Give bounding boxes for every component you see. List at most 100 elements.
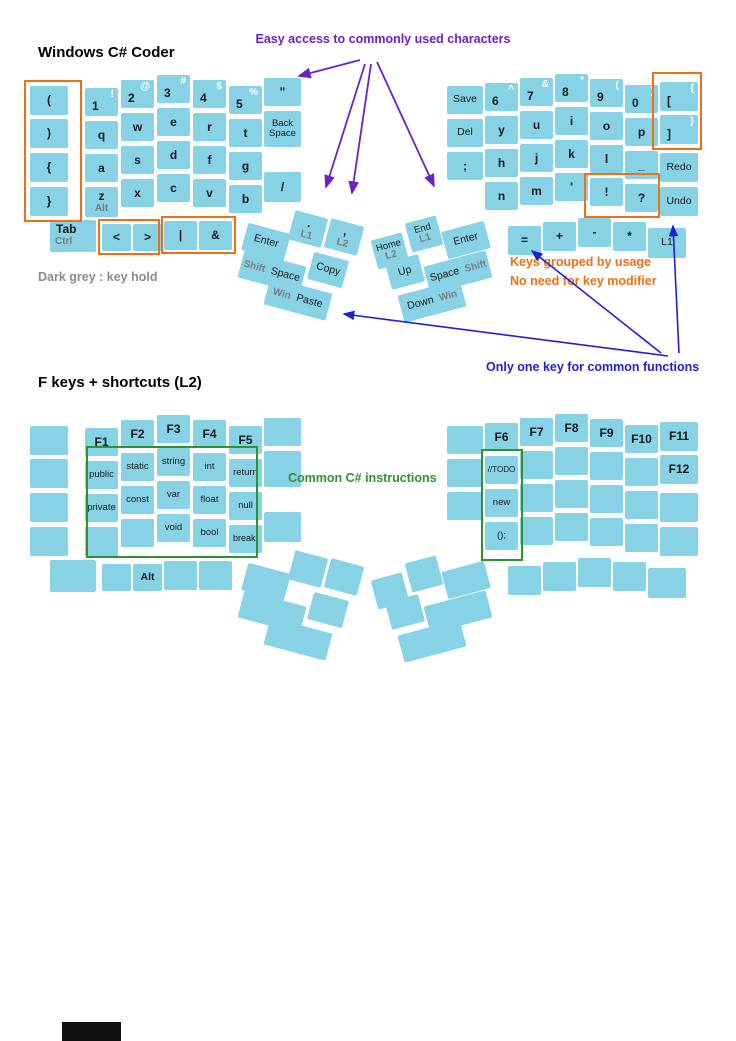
key-x: x: [121, 179, 154, 207]
key-f4: F4: [193, 420, 226, 448]
key-blank: [520, 451, 553, 479]
key-less-than: <: [102, 224, 131, 251]
key-blank: [323, 558, 365, 596]
key-blank: [590, 452, 623, 480]
key-minus: -: [578, 218, 611, 247]
key-blank: [287, 550, 329, 588]
key-blank: [263, 617, 333, 661]
key-comma: ,L2: [323, 218, 365, 256]
key-kw-string: string: [157, 448, 190, 476]
key-c: c: [157, 174, 190, 202]
key-blank: [625, 458, 658, 486]
key-blank: [543, 562, 576, 591]
key-del: Del: [447, 119, 483, 147]
key-letter-n: n: [485, 182, 518, 210]
key-blank: [50, 560, 96, 592]
key-blank: [447, 492, 483, 520]
key-blank: [30, 527, 68, 556]
key-d: d: [157, 141, 190, 169]
key-o: o: [590, 112, 623, 140]
key-blank: [660, 527, 698, 556]
key-blank: [264, 451, 301, 487]
key-k: k: [555, 140, 588, 168]
key-v: v: [193, 179, 226, 207]
key-blank: [264, 512, 301, 542]
key-kw-public: public: [85, 461, 118, 489]
annotation-one-key-functions: Only one key for common functions: [486, 360, 700, 374]
key-blank: [85, 527, 118, 557]
key-brace-close: }: [30, 187, 68, 216]
key-q: q: [85, 121, 118, 149]
key-kw-todo: //TODO: [485, 456, 518, 484]
key-f7: F7: [520, 418, 553, 446]
key-2: 2@: [121, 80, 154, 108]
key-pipe: |: [164, 221, 197, 250]
key-blank: [30, 493, 68, 522]
key-bracket-close: ]}: [660, 115, 698, 144]
key-h: h: [485, 149, 518, 177]
key-u: u: [520, 111, 553, 139]
key-redo: Redo: [660, 153, 698, 182]
key-blank: [306, 591, 350, 629]
annotation-no-modifier: No need for key modifier: [510, 274, 657, 288]
key-r: r: [193, 113, 226, 141]
key-apostrophe: ': [555, 173, 588, 201]
key-kw-private: private: [85, 494, 118, 522]
key-blank: [520, 484, 553, 512]
key-9: 9(: [590, 79, 623, 107]
highlight-box-csharp-keywords-left: [86, 446, 258, 558]
key-g: g: [229, 152, 262, 180]
key-blank: [404, 555, 444, 593]
key-blank: [264, 418, 301, 446]
key-kw-int: int: [193, 453, 226, 481]
key-bracket-open: [{: [660, 82, 698, 111]
key-brace-open: {: [30, 153, 68, 182]
key-blank: [520, 517, 553, 545]
key-f: f: [193, 146, 226, 174]
key-semicolon: ;: [447, 152, 483, 180]
key-greater-than: >: [133, 224, 162, 251]
key-double-quote: ": [264, 78, 301, 106]
key-copy: Copy: [306, 251, 350, 289]
key-asterisk: *: [613, 222, 646, 251]
key-f12: F12: [660, 455, 698, 484]
key-l1: L1: [648, 228, 686, 258]
key-blank: [121, 519, 154, 547]
page-title-f-layer: F keys + shortcuts (L2): [38, 374, 202, 391]
purple-arrows: [297, 59, 435, 195]
key-e: e: [157, 108, 190, 136]
page-title-main-layer: Windows C# Coder: [38, 44, 175, 61]
key-t: t: [229, 119, 262, 147]
key-1: 1!: [85, 88, 118, 116]
key-f3: F3: [157, 415, 190, 443]
key-blank: [590, 485, 623, 513]
key-f8: F8: [555, 414, 588, 442]
key-8: 8*: [555, 74, 588, 102]
key-i: i: [555, 107, 588, 135]
key-7: 7&: [520, 78, 553, 106]
key-blank: [555, 480, 588, 508]
annotation-dark-grey-key-hold: Dark grey : key hold: [38, 270, 158, 284]
key-blank: [447, 459, 483, 487]
highlight-box-parens-braces: [24, 80, 82, 222]
key-3: 3#: [157, 75, 190, 103]
highlight-box-square-brackets: [652, 72, 702, 150]
key-kw-new: new: [485, 489, 518, 517]
highlight-box-csharp-keywords-right: [481, 449, 523, 561]
key-kw-parens: ();: [485, 522, 518, 550]
key-blank: [447, 426, 483, 454]
key-equals: =: [508, 226, 541, 255]
annotation-keys-grouped: Keys grouped by usage: [510, 255, 652, 269]
key-y: y: [485, 116, 518, 144]
key-blank: [590, 518, 623, 546]
key-f10: F10: [625, 425, 658, 453]
key-blank: [648, 568, 686, 598]
key-undo: Undo: [660, 187, 698, 216]
key-kw-var: var: [157, 481, 190, 509]
footer-bar: [62, 1022, 121, 1041]
key-save: Save: [447, 86, 483, 114]
key-4: 4$: [193, 80, 226, 108]
key-ampersand: &: [199, 221, 232, 250]
key-a: a: [85, 154, 118, 182]
